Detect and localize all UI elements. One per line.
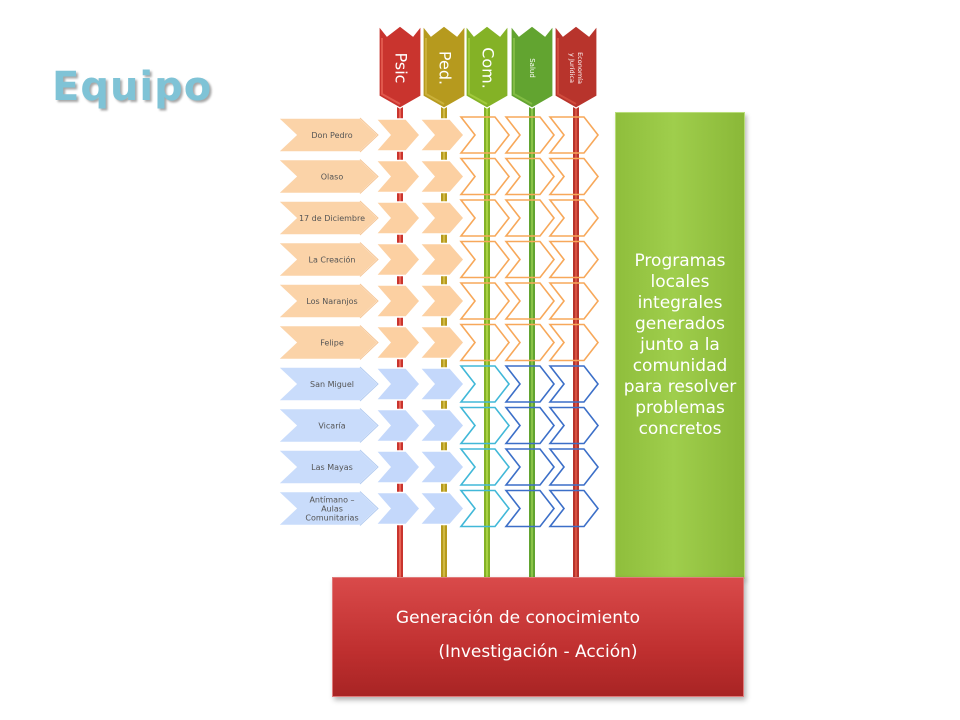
chevron-r5-c5 (548, 282, 600, 320)
chevron-r8-c4 (504, 406, 556, 445)
community-name: Las Mayas (311, 463, 353, 472)
pole-3 (484, 100, 490, 580)
chevron-r10-c1 (374, 491, 421, 526)
chevron-grid (374, 116, 600, 528)
chevron-r6-c5 (548, 323, 600, 362)
discipline-label-5: Economíay Jurídica (568, 52, 584, 84)
chevron-r1-c1 (374, 118, 421, 152)
community-name: San Miguel (310, 380, 354, 389)
community-label-6: Felipe (276, 324, 380, 361)
chevron-r10-c5 (548, 489, 600, 528)
chevron-r7-c2 (418, 367, 465, 401)
chevron-r8-c3 (459, 406, 511, 445)
community-name: La Creación (308, 254, 355, 264)
chevron-r3-c4 (504, 199, 556, 237)
chevron-r10-c3 (459, 489, 511, 528)
chevron-r2-c1 (374, 159, 421, 194)
chevron-r5-c1 (374, 284, 421, 318)
discipline-header-4: Salud (510, 24, 554, 109)
discipline-label-4: Salud (528, 58, 536, 78)
chevron-r9-c4 (504, 448, 556, 486)
community-label-7: San Miguel (276, 366, 380, 402)
community-label-9: Las Mayas (276, 449, 380, 485)
programs-box: Programas locales integrales generados j… (615, 112, 745, 579)
chevron-r5-c4 (504, 282, 556, 320)
discipline-label-2: Ped. (436, 51, 455, 85)
chevron-r7-c4 (504, 365, 556, 403)
chevron-r9-c2 (418, 450, 465, 484)
chevron-r7-c1 (374, 367, 421, 401)
community-name: Los Naranjos (306, 297, 357, 306)
community-name: 17 de Diciembre (299, 214, 365, 223)
community-label-8: Vicaría (276, 407, 380, 444)
community-name: Felipe (320, 338, 344, 347)
chevron-r10-c4 (504, 489, 556, 528)
chevron-r10-c2 (418, 491, 465, 526)
chevron-r4-c1 (374, 242, 421, 277)
chevron-r1-c4 (504, 116, 556, 154)
pole-5 (573, 100, 579, 580)
chevron-r4-c5 (548, 240, 600, 279)
chevron-r7-c5 (548, 365, 600, 403)
chevron-r8-c2 (418, 408, 465, 443)
discipline-headers: Psic Ped. Com. Salud Economíay Jurídica (378, 24, 598, 109)
chevron-r5-c2 (418, 284, 465, 318)
chevron-r2-c3 (459, 157, 511, 196)
chevron-r8-c5 (548, 406, 600, 445)
chevron-r3-c5 (548, 199, 600, 237)
programs-text: Programas locales integrales generados j… (623, 251, 737, 439)
chevron-r4-c4 (504, 240, 556, 279)
pole-4 (529, 100, 535, 580)
discipline-header-1: Psic (378, 24, 422, 109)
community-name: Don Pedro (311, 131, 352, 140)
knowledge-box: Generación de conocimiento (Investigació… (332, 577, 744, 697)
chevron-r6-c1 (374, 325, 421, 360)
discipline-header-2: Ped. (422, 24, 466, 109)
knowledge-title: Generación de conocimiento (395, 608, 641, 628)
chevron-r5-c3 (459, 282, 511, 320)
chevron-r9-c5 (548, 448, 600, 486)
chevron-r1-c3 (459, 116, 511, 154)
community-name: Olaso (321, 172, 344, 181)
discipline-header-5: Economíay Jurídica (554, 24, 598, 109)
discipline-header-3: Com. (465, 24, 509, 109)
chevron-r6-c2 (418, 325, 465, 360)
chevron-r1-c5 (548, 116, 600, 154)
chevron-r6-c4 (504, 323, 556, 362)
discipline-label-3: Com. (479, 47, 498, 89)
chevron-r2-c2 (418, 159, 465, 194)
chevron-r8-c1 (374, 408, 421, 443)
chevron-r1-c2 (418, 118, 465, 152)
community-label-4: La Creación (276, 241, 380, 278)
chevron-r3-c3 (459, 199, 511, 237)
chevron-r2-c4 (504, 157, 556, 196)
page-title: Equipo (52, 64, 213, 110)
community-label-5: Los Naranjos (276, 283, 380, 319)
chevron-r9-c1 (374, 450, 421, 484)
community-name: Vicaría (318, 421, 345, 430)
knowledge-subtitle: (Investigación - Acción) (438, 642, 638, 662)
chevron-r4-c3 (459, 240, 511, 279)
chevron-r9-c3 (459, 448, 511, 486)
chevron-r4-c2 (418, 242, 465, 277)
chevron-r6-c3 (459, 323, 511, 362)
chevron-r7-c3 (459, 365, 511, 403)
community-label-2: Olaso (276, 158, 380, 195)
chevron-r3-c1 (374, 201, 421, 235)
community-label-1: Don Pedro (276, 117, 380, 153)
chevron-r2-c5 (548, 157, 600, 196)
discipline-label-1: Psic (392, 53, 411, 84)
chevron-r3-c2 (418, 201, 465, 235)
community-label-3: 17 de Diciembre (276, 200, 380, 236)
